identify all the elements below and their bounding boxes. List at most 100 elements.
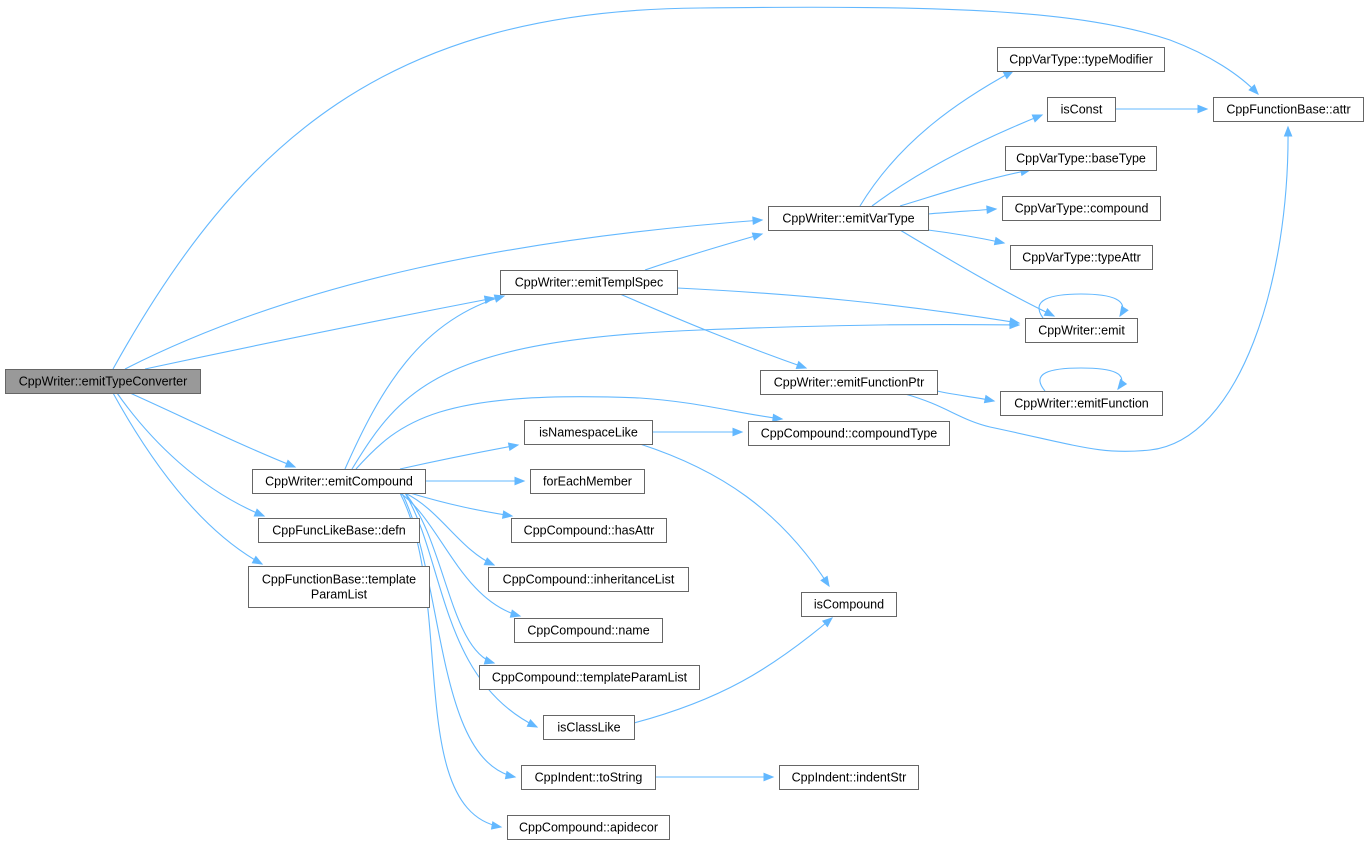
arrowhead-icon	[501, 510, 514, 519]
arrowhead-icon	[752, 216, 764, 226]
node-emitCompound[interactable]: CppWriter::emitCompound	[252, 469, 426, 494]
node-isNamespaceLike[interactable]: isNamespaceLike	[524, 420, 653, 445]
edge-line	[351, 323, 1020, 470]
node-attr[interactable]: CppFunctionBase::attr	[1213, 97, 1364, 122]
node-label: CppFunctionBase::attr	[1226, 103, 1350, 117]
node-ccTemplParamList[interactable]: CppCompound::templateParamList	[479, 665, 700, 690]
nodes-layer: CppWriter::emitTypeConverterCppWriter::e…	[5, 47, 1364, 840]
node-typeModifier[interactable]: CppVarType::typeModifier	[997, 47, 1165, 72]
edge-emitTemplSpec-to-emitVarType	[644, 232, 764, 271]
node-box	[1213, 97, 1364, 122]
edge-line	[344, 295, 505, 470]
node-emitFunction[interactable]: CppWriter::emitFunction	[1000, 391, 1163, 416]
edge-line	[927, 208, 997, 215]
edge-emitCompound-to-ccTemplParamList	[404, 492, 496, 665]
node-emitVarType[interactable]: CppWriter::emitVarType	[768, 206, 929, 231]
node-label: CppWriter::emitFunctionPtr	[774, 376, 925, 390]
node-box	[748, 421, 950, 446]
node-emit[interactable]: CppWriter::emit	[1025, 318, 1138, 343]
node-box	[768, 206, 929, 231]
node-label: isNamespaceLike	[539, 426, 638, 440]
node-isConst[interactable]: isConst	[1047, 97, 1116, 122]
edge-root-to-attr	[112, 6, 1259, 370]
node-emitTemplSpec[interactable]: CppWriter::emitTemplSpec	[500, 270, 678, 295]
node-label: CppWriter::emit	[1038, 324, 1125, 338]
edge-line	[899, 229, 1055, 317]
node-box	[1002, 196, 1161, 221]
node-label: CppCompound::compoundType	[761, 427, 938, 441]
arrowhead-icon	[772, 413, 784, 423]
node-box	[530, 469, 645, 494]
node-box	[521, 765, 656, 790]
node-label: CppCompound::hasAttr	[524, 524, 655, 538]
edge-emitFunctionPtr-to-attr	[904, 125, 1293, 452]
node-box	[997, 47, 1165, 72]
arrowhead-icon	[1043, 307, 1056, 317]
node-box	[524, 420, 653, 445]
edge-line	[927, 229, 1005, 244]
edge-root-to-fbTemplParamList	[112, 392, 264, 565]
node-compoundType[interactable]: CppCompound::compoundType	[748, 421, 950, 446]
node-box	[248, 566, 430, 608]
node-box	[507, 815, 670, 840]
node-vtCompound[interactable]: CppVarType::compound	[1002, 196, 1161, 221]
node-label: forEachMember	[543, 475, 632, 489]
node-label: CppFunctionBase::template	[262, 573, 416, 587]
node-label: CppWriter::emitCompound	[265, 475, 413, 489]
edge-line	[144, 297, 495, 370]
node-defn[interactable]: CppFuncLikeBase::defn	[258, 518, 420, 543]
node-typeAttr[interactable]: CppVarType::typeAttr	[1010, 245, 1153, 270]
edge-isConst-to-attr	[1115, 104, 1209, 114]
edge-emitCompound-to-inheritanceList	[404, 492, 496, 566]
arrowhead-icon	[732, 427, 744, 437]
edge-line	[129, 392, 296, 468]
node-apidecor[interactable]: CppCompound::apidecor	[507, 815, 670, 840]
edge-line	[633, 617, 833, 724]
node-label: CppCompound::name	[527, 624, 649, 638]
node-isClassLike[interactable]: isClassLike	[543, 715, 635, 740]
arrowhead-icon	[1248, 84, 1259, 95]
node-box	[779, 765, 919, 790]
node-box	[488, 567, 689, 592]
arrowhead-icon	[795, 360, 808, 369]
node-hasAttr[interactable]: CppCompound::hasAttr	[511, 518, 667, 543]
edge-emitVarType-to-typeAttr	[927, 229, 1006, 246]
node-fbTemplParamList[interactable]: CppFunctionBase::templateParamList	[248, 566, 430, 608]
edge-line	[899, 169, 1031, 207]
edge-line	[676, 287, 1020, 324]
node-root[interactable]: CppWriter::emitTypeConverter	[5, 369, 201, 394]
edge-line	[112, 6, 1259, 370]
edge-root-to-defn	[116, 392, 266, 517]
node-inheritanceList[interactable]: CppCompound::inheritanceList	[488, 567, 689, 592]
arrowhead-icon	[284, 459, 297, 468]
arrowhead-icon	[509, 609, 522, 618]
node-indentStr[interactable]: CppIndent::indentStr	[779, 765, 919, 790]
edge-emitTemplSpec-to-emit	[676, 287, 1021, 326]
edge-line	[904, 126, 1289, 452]
node-label: CppWriter::emitVarType	[782, 212, 914, 226]
node-label: CppWriter::emitTemplSpec	[515, 276, 663, 290]
edge-emitFunctionPtr-to-emitFunction	[936, 390, 996, 404]
node-box	[760, 370, 938, 395]
edge-emitCompound-to-emitTemplSpec	[344, 294, 506, 470]
node-isCompound[interactable]: isCompound	[801, 592, 897, 617]
node-forEachMember[interactable]: forEachMember	[530, 469, 645, 494]
node-emitFunctionPtr[interactable]: CppWriter::emitFunctionPtr	[760, 370, 938, 395]
edge-root-to-emitTemplSpec	[144, 295, 496, 370]
node-label: CppIndent::indentStr	[792, 771, 907, 785]
arrowhead-icon	[490, 821, 503, 830]
node-baseType[interactable]: CppVarType::baseType	[1005, 146, 1157, 171]
node-label: isClassLike	[557, 721, 620, 735]
edge-line	[404, 492, 495, 566]
edge-emitVarType-to-typeModifier	[859, 70, 1015, 207]
arrowhead-icon	[1197, 104, 1209, 114]
node-box	[252, 469, 426, 494]
arrowhead-icon	[983, 394, 996, 404]
edge-isNamespaceLike-to-isCompound	[639, 443, 830, 588]
edge-line	[639, 443, 830, 587]
edge-line	[355, 396, 783, 470]
edge-emitTemplSpec-to-emitFunctionPtr	[619, 293, 808, 369]
node-toString[interactable]: CppIndent::toString	[521, 765, 656, 790]
node-ccName[interactable]: CppCompound::name	[514, 618, 663, 643]
edge-emitCompound-to-hasAttr	[409, 492, 514, 519]
